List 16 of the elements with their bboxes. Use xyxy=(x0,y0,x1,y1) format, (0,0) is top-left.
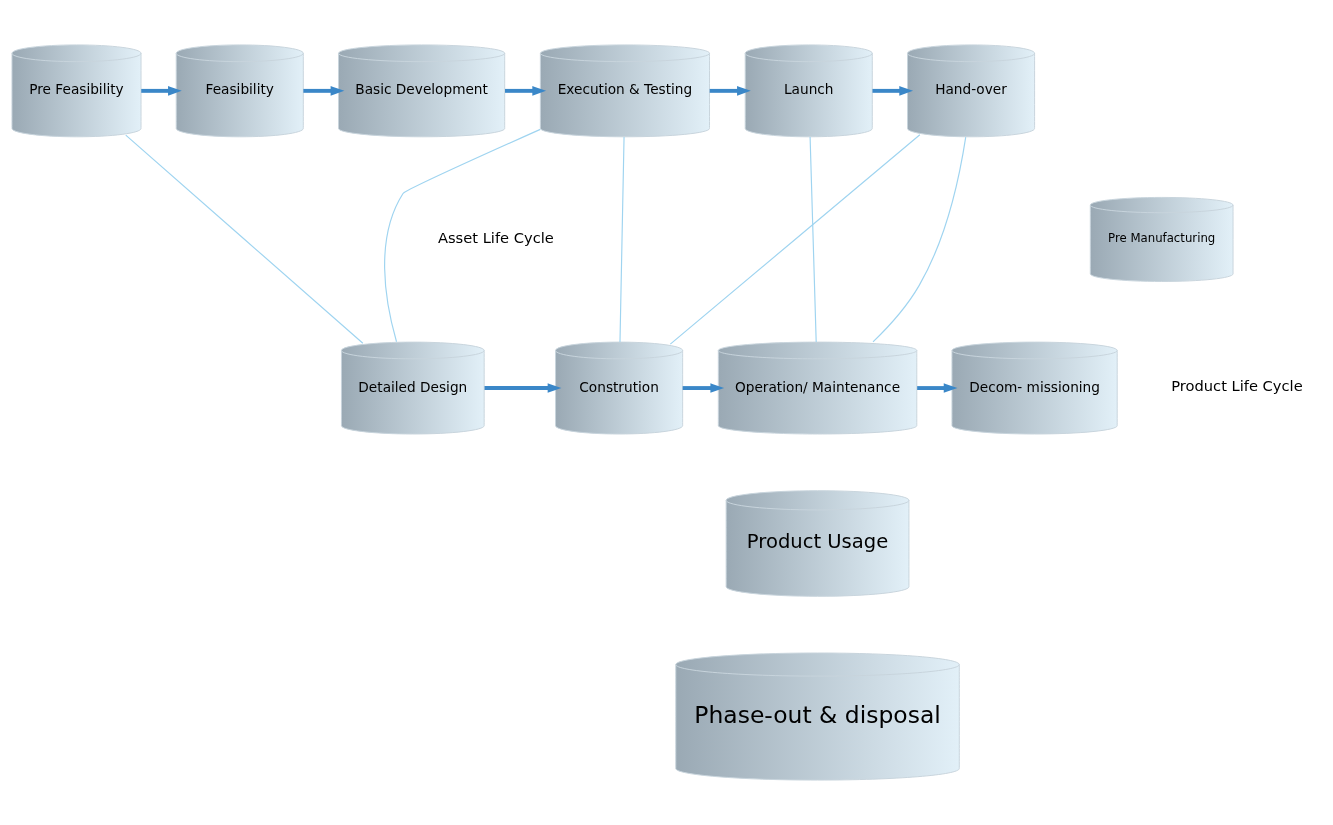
arrow xyxy=(917,383,958,393)
arrow xyxy=(505,86,547,96)
arrow xyxy=(303,86,345,96)
arrow xyxy=(484,383,562,393)
connector xyxy=(669,134,921,345)
arrow xyxy=(682,383,725,393)
connector xyxy=(872,136,967,343)
label: Asset Life Cycle xyxy=(437,228,554,246)
connector xyxy=(125,134,364,344)
arrow xyxy=(709,86,751,96)
connector xyxy=(619,136,625,343)
connector xyxy=(384,128,541,343)
arrow xyxy=(872,86,914,96)
label: Product Life Cycle xyxy=(1171,377,1303,395)
connector xyxy=(809,136,817,343)
arrow xyxy=(141,86,182,96)
